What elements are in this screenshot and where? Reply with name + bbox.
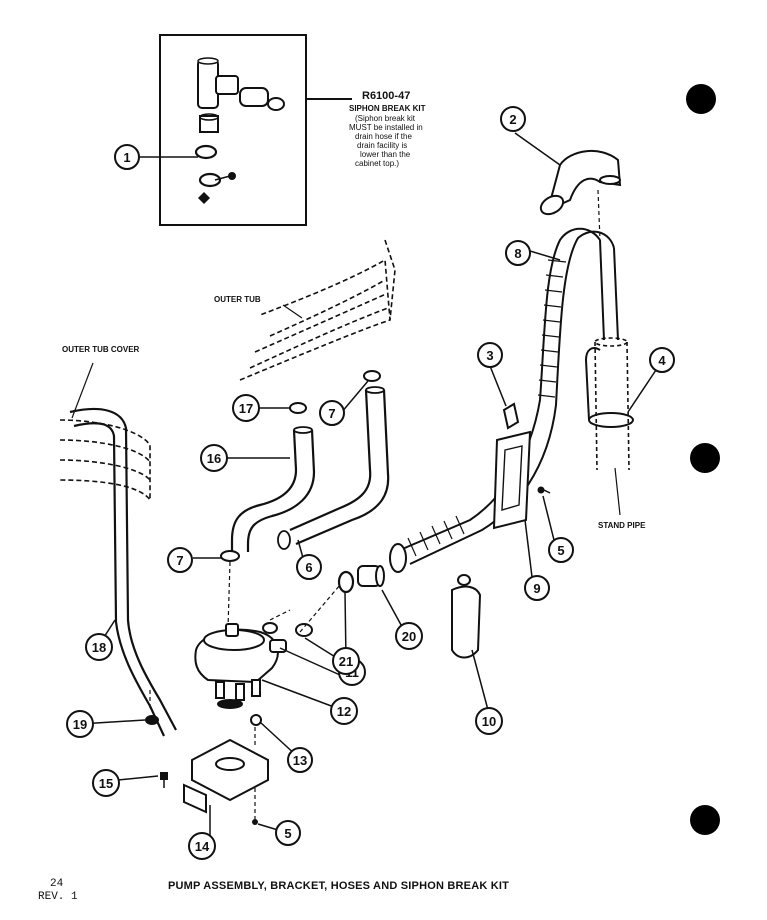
clamp-11b (295, 623, 313, 637)
callout-10: 10 (475, 707, 503, 735)
stand-pipe-label: STAND PIPE (598, 521, 646, 530)
screw-15 (160, 772, 168, 788)
svg-text:13: 13 (293, 753, 307, 768)
callout-7-top: 7 (319, 400, 345, 426)
clip-3 (502, 402, 520, 430)
page-number: 24 (50, 878, 64, 890)
siphon-break-kit-box (159, 34, 307, 226)
kit-part-number: R6100-47 (362, 90, 410, 102)
svg-text:21: 21 (339, 654, 353, 669)
callout-18: 18 (85, 633, 113, 661)
kit-note-line-4: drain facility is (357, 141, 407, 150)
kit-label: R6100-47 SIPHON BREAK KIT (Siphon break … (349, 90, 426, 168)
callout-9: 9 (524, 575, 550, 601)
stand-pipe (594, 337, 630, 471)
hose-elbow-2 (539, 149, 622, 216)
svg-text:5: 5 (557, 543, 564, 558)
sleeve-20 (357, 565, 385, 587)
callout-1: 1 (114, 144, 140, 170)
svg-text:17: 17 (239, 401, 253, 416)
callout-3: 3 (477, 342, 503, 368)
callout-14: 14 (188, 832, 216, 860)
svg-text:7: 7 (176, 553, 183, 568)
kit-title: SIPHON BREAK KIT (349, 104, 426, 113)
punch-hole-top (686, 84, 716, 114)
svg-text:6: 6 (305, 560, 312, 575)
svg-text:1: 1 (123, 150, 130, 165)
svg-text:19: 19 (73, 717, 87, 732)
figure-caption: PUMP ASSEMBLY, BRACKET, HOSES AND SIPHON… (168, 880, 510, 892)
outer-tub-label: OUTER TUB (214, 295, 261, 304)
svg-text:20: 20 (402, 629, 416, 644)
svg-text:15: 15 (99, 776, 113, 791)
outer-tub-cover-outline (59, 419, 151, 503)
punch-hole-middle (690, 443, 720, 473)
screw-5-bottom (252, 819, 258, 825)
hose-18 (69, 407, 177, 737)
punch-hole-bottom (690, 805, 720, 835)
svg-text:7: 7 (328, 406, 335, 421)
callout-7-left: 7 (167, 547, 193, 573)
callouts: 1 2 3 4 5 5 6 7 7 7 8 9 10 11 12 13 14 1… (66, 106, 675, 860)
svg-text:5: 5 (284, 826, 291, 841)
hose-16 (230, 426, 316, 552)
callout-2: 2 (500, 106, 526, 132)
kit-note-line-2: MUST be installed in (349, 123, 423, 132)
callout-17: 17 (232, 394, 260, 422)
callout-16: 16 (200, 444, 228, 472)
callout-20: 20 (395, 622, 423, 650)
nut-13 (250, 714, 262, 726)
callout-21: 21 (332, 647, 360, 675)
screw-5-right (537, 486, 551, 494)
clamp-21 (337, 570, 355, 594)
kit-note-line-3: drain hose if the (355, 132, 412, 141)
callout-8: 8 (505, 240, 531, 266)
strap-4 (584, 347, 634, 428)
svg-text:9: 9 (533, 581, 540, 596)
hose-guide-9 (492, 430, 532, 530)
clamp-7-bottom (220, 550, 240, 562)
callout-12: 12 (330, 697, 358, 725)
callout-13: 13 (287, 747, 313, 773)
svg-text:14: 14 (195, 839, 210, 854)
svg-text:4: 4 (658, 353, 666, 368)
clamp-19 (145, 715, 159, 725)
kit-note-line-5: lower than the (360, 150, 411, 159)
mount-bracket-14 (183, 738, 269, 814)
callout-15: 15 (92, 769, 120, 797)
clamp-7-top (363, 370, 381, 382)
svg-text:12: 12 (337, 704, 351, 719)
svg-text:18: 18 (92, 640, 106, 655)
callout-6: 6 (296, 554, 322, 580)
clamp-17 (289, 402, 307, 414)
revision: REV. 1 (38, 891, 78, 903)
callout-5-right: 5 (548, 537, 574, 563)
callout-4: 4 (649, 347, 675, 373)
callout-19: 19 (66, 710, 94, 738)
svg-text:16: 16 (207, 451, 221, 466)
svg-text:2: 2 (509, 112, 516, 127)
kit-note-line-1: (Siphon break kit (355, 114, 416, 123)
svg-text:8: 8 (514, 246, 521, 261)
callout-5-bottom: 5 (275, 820, 301, 846)
outer-tub-cover-label: OUTER TUB COVER (62, 345, 140, 354)
svg-text:10: 10 (482, 714, 496, 729)
kit-note-line-6: cabinet top.) (355, 159, 399, 168)
bracket-10 (451, 574, 482, 659)
pump-12 (194, 623, 287, 709)
outer-tub-outline (239, 239, 396, 381)
hose-6 (277, 386, 390, 550)
clamp-11a (262, 622, 278, 634)
svg-text:3: 3 (486, 348, 493, 363)
